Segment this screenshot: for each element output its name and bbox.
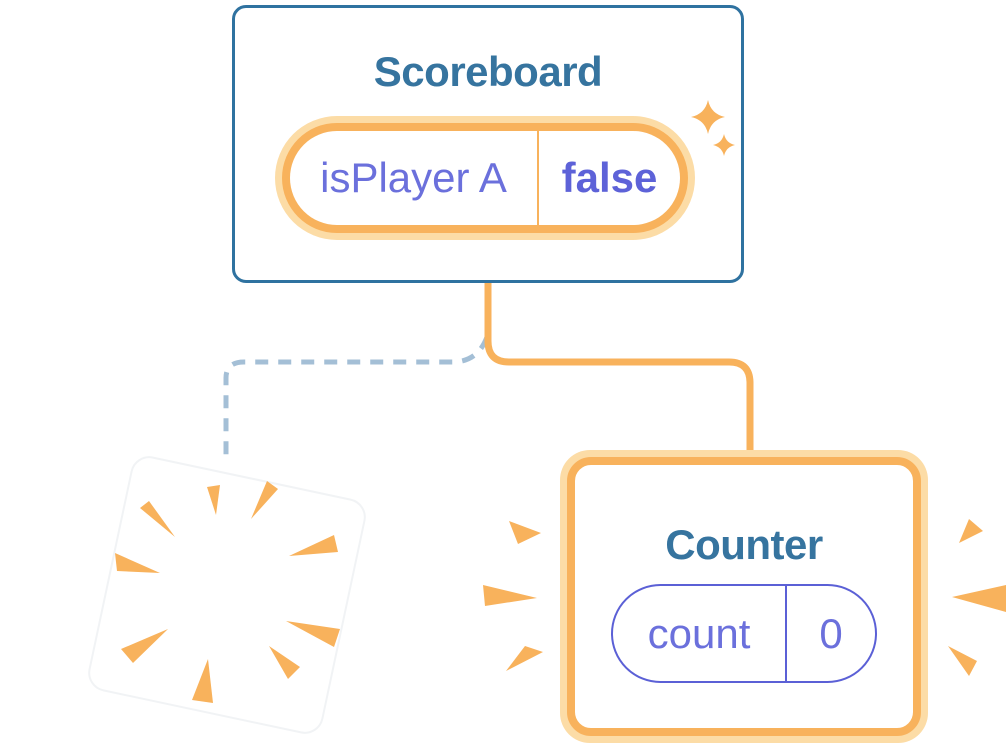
destroyed-card (88, 456, 366, 734)
sparkles-icon (691, 100, 735, 156)
state-name: isPlayer A (320, 154, 507, 201)
orange-connector-line (484, 283, 754, 457)
counter-title: Counter (665, 521, 823, 568)
pill-divider (537, 131, 539, 225)
emphasis-burst-left-icon (483, 521, 543, 671)
explosion-burst-icon (88, 456, 366, 734)
state-value: 0 (819, 609, 843, 657)
state-value: false (561, 154, 658, 201)
counter-card-highlight: Counter count 0 (560, 450, 928, 743)
scoreboard-title: Scoreboard (373, 48, 603, 95)
state-name: count (647, 609, 751, 657)
counter-card: Counter count 0 (567, 457, 921, 736)
scoreboard-card: Scoreboard isPlayer A false (232, 5, 744, 283)
counter-state-pill: count 0 (611, 584, 877, 683)
emphasis-burst-right-icon (948, 519, 1006, 676)
scoreboard-state-pill: isPlayer A false (275, 116, 695, 240)
pill-divider (785, 586, 787, 681)
explosion-rays (115, 481, 340, 703)
dashed-connector-line (223, 336, 490, 464)
